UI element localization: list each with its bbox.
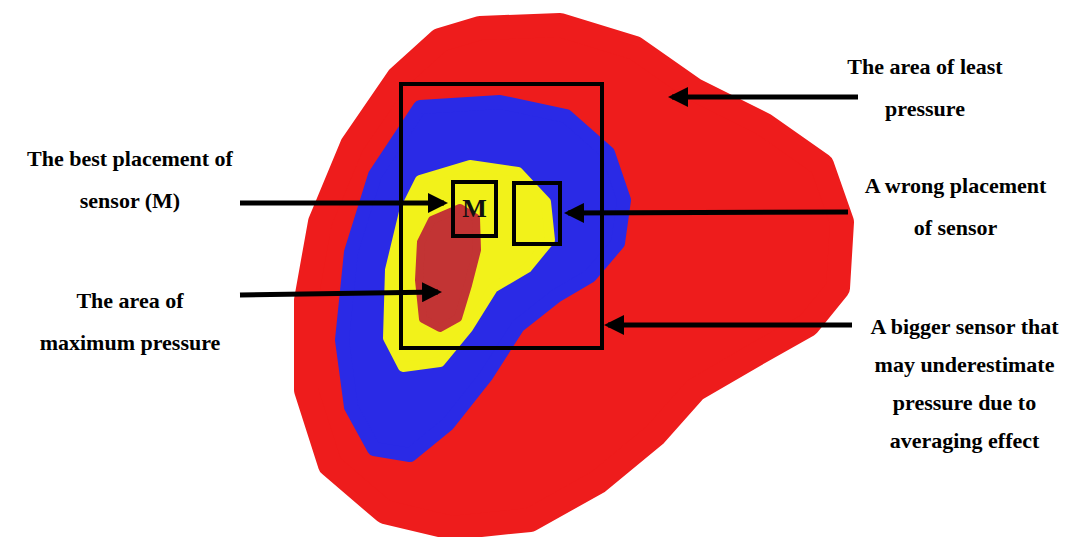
wrong-sensor-outline [514,183,560,244]
high-pressure-region [388,165,550,367]
callout-label: The best placement of sensor (M) [5,138,255,222]
leader-arrow [240,201,444,206]
sensor-letter: M [462,196,487,222]
leader-arrow [240,292,438,295]
callout-label: The area of least pressure [830,46,1020,130]
callout-label: A bigger sensor that may underestimate p… [862,308,1067,460]
least-pressure-region [306,25,842,528]
leader-arrow [608,323,852,328]
medium-pressure-region [342,102,624,455]
maximum-pressure-region [419,208,477,328]
sensor-box: M [451,180,498,238]
bigger-sensor-outline [401,84,602,348]
callout-label: The area of maximum pressure [30,280,230,364]
leader-arrow [568,212,848,213]
leader-arrow [672,95,858,100]
callout-label: A wrong placement of sensor [853,165,1058,249]
